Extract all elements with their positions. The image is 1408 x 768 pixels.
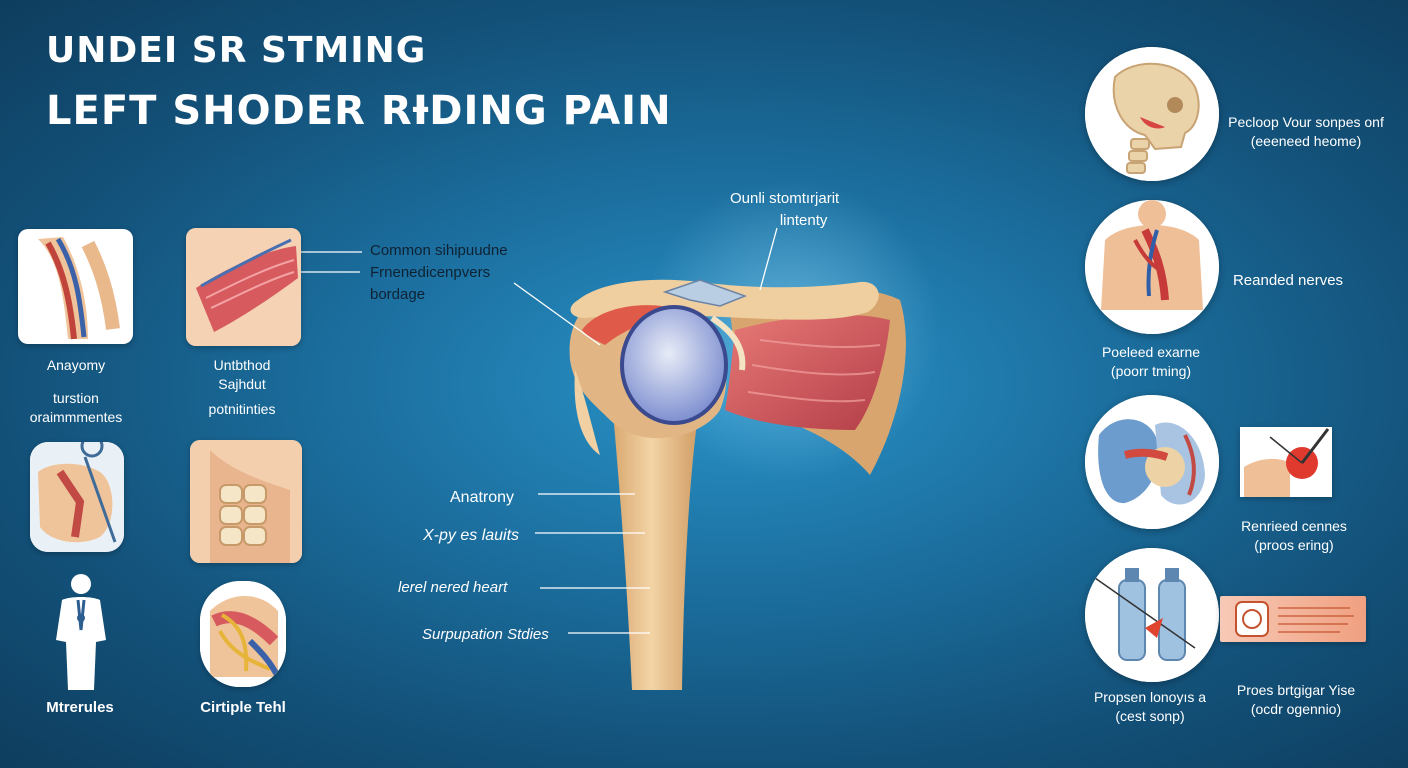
leader-lines — [258, 227, 778, 634]
tile2-caption-line2: Sajhdut — [218, 375, 266, 392]
rotator-cuff — [582, 305, 680, 345]
torso-circle — [1085, 200, 1219, 334]
humerus-shaft — [612, 400, 700, 690]
tile2-caption-line3: potnitinties — [208, 400, 276, 417]
leader-bordage — [513, 282, 601, 346]
tile6-caption: Cirtiple Tehl — [200, 699, 286, 716]
muscle — [725, 314, 890, 430]
tile1-caption-line1: Anayomy — [46, 357, 106, 373]
circle1-caption-line2: (eeeneed heome) — [1250, 132, 1362, 149]
xray-label: X-py es lauits — [423, 527, 520, 544]
circle2-below-line1: Poeleed exarne — [1101, 344, 1201, 360]
upper-label-line1: Common sihipuudne — [370, 242, 508, 259]
top-label-line1: Ounli stomtırjarit — [730, 190, 840, 207]
joint-circle — [1085, 395, 1219, 529]
ligament — [662, 279, 748, 307]
circle2-caption: Reanded nerves — [1232, 272, 1344, 289]
joint-tile — [200, 581, 286, 687]
circle3-caption-line2: (proos ering) — [1254, 536, 1334, 553]
procedure-card — [1220, 596, 1366, 642]
nerve-label: lerel nered heart — [398, 579, 508, 596]
circle1-caption-line1: Pecloop Vour sonpes onf — [1228, 114, 1384, 130]
card-caption-line1: Proes brtgigar Yise — [1236, 682, 1356, 698]
page-title-line1: UNDEI SR STMING — [46, 30, 427, 71]
upper-label-line2: Frnenedicenpvers — [370, 263, 491, 281]
humeral-head — [620, 305, 728, 425]
injection-image — [1240, 427, 1332, 497]
skull-circle — [1085, 47, 1219, 181]
circle3-caption-line1: Renrieed cennes — [1241, 518, 1347, 534]
card-caption-line2: (ocdr ogennio) — [1250, 700, 1342, 717]
top-label-line2: lintenty — [779, 211, 828, 229]
page-title-line2: LEFT SHODER RƗDING PAIN — [46, 88, 672, 134]
bottles-circle — [1085, 548, 1219, 682]
anatomy-tile — [18, 229, 133, 344]
humerus-lesser — [574, 370, 600, 455]
leader-top — [759, 227, 778, 291]
scapula — [730, 289, 906, 475]
tile1-caption-line2: turstion — [53, 389, 99, 406]
upper-label-line3: bordage — [370, 285, 426, 303]
bone-tile — [190, 440, 302, 563]
tile2-caption-line1: Untbthod — [213, 357, 271, 373]
circle4-caption-line2: (cest sonp) — [1115, 707, 1185, 724]
circle4-caption-line1: Propsen lonoyıs a — [1093, 689, 1207, 705]
supination-label: Surpupation Stdies — [422, 626, 549, 643]
circle2-below-line2: (poorr tming) — [1110, 362, 1192, 379]
clavicle — [570, 279, 879, 320]
procedure-tile — [30, 442, 124, 552]
figure-tile — [50, 570, 112, 695]
tile5-caption: Mtrerules — [46, 699, 114, 716]
humerus-upper — [569, 294, 727, 439]
anatomy-label: Anatrony — [450, 489, 515, 506]
tile1-caption-line3: oraimmmentes — [29, 408, 123, 425]
muscle-tile — [186, 228, 301, 346]
